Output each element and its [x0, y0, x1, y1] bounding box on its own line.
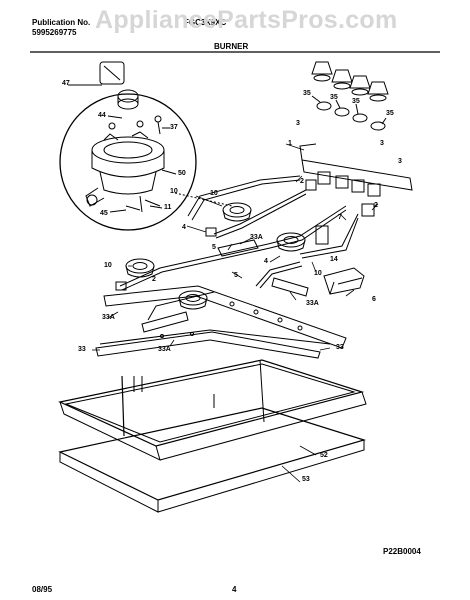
page-number: 4 — [232, 585, 237, 594]
burner-brackets — [95, 239, 347, 359]
watermark: AppliancePartsPros.com — [95, 6, 398, 34]
callout-3-c: 3 — [398, 158, 402, 165]
burner-left-front — [125, 258, 155, 278]
callout-11: 11 — [164, 204, 172, 211]
callout-3-b: 3 — [380, 140, 384, 147]
callout-44: 44 — [98, 112, 106, 119]
callout-3-a: 3 — [296, 120, 300, 127]
orifice-block-part — [315, 225, 329, 245]
footer-date: 08/95 — [32, 585, 53, 594]
valve-2 — [335, 175, 349, 189]
callout-7: 7 — [338, 214, 342, 221]
air-shutter-1 — [205, 227, 217, 237]
spark-module-part — [323, 267, 365, 295]
knob-1 — [311, 61, 333, 82]
burner-detail-inset — [59, 61, 197, 231]
callout-14: 14 — [330, 256, 338, 263]
callout-35-c: 35 — [352, 98, 360, 105]
callout-2-c: 2 — [152, 276, 156, 283]
callout-45: 45 — [100, 210, 108, 217]
label-leaders — [92, 143, 379, 483]
callout-10-inset: 10 — [170, 188, 178, 195]
callout-4-a: 4 — [182, 224, 186, 231]
callout-10-a: 10 — [210, 190, 218, 197]
burner-left-rear — [222, 202, 252, 222]
callout-53: 53 — [302, 476, 310, 483]
callout-1: 1 — [288, 140, 292, 147]
spark-ignitor-part — [99, 61, 125, 85]
callout-2-a: 2 — [300, 178, 304, 185]
callout-33-a: 33 — [78, 346, 86, 353]
base-plate — [58, 407, 367, 513]
callout-35-a: 35 — [303, 90, 311, 97]
callout-37: 37 — [170, 124, 178, 131]
valve-1 — [317, 171, 331, 185]
publication-number: 5995269775 — [32, 28, 77, 37]
callout-50: 50 — [178, 170, 186, 177]
callout-35-b: 35 — [330, 94, 338, 101]
bezel-3 — [352, 113, 368, 123]
callout-10-b: 10 — [314, 270, 322, 277]
rear-rail — [103, 285, 347, 349]
model-number: FGC3X9XC — [184, 18, 227, 27]
bezel-1 — [316, 101, 332, 111]
callout-47: 47 — [62, 80, 70, 87]
callout-33A-d: 33A — [158, 346, 171, 353]
callout-4-b: 4 — [264, 258, 268, 265]
knob-valve-assembly — [299, 61, 413, 217]
manifold-pipe — [301, 159, 413, 191]
knob-4 — [367, 81, 389, 102]
callout-2-b: 2 — [374, 202, 378, 209]
callout-33-b: 33 — [336, 344, 344, 351]
gas-tubing — [119, 175, 359, 321]
callout-35-d: 35 — [386, 110, 394, 117]
callout-52: 52 — [320, 452, 328, 459]
callout-5-a: 5 — [212, 244, 216, 251]
callout-33A-a: 33A — [250, 234, 263, 241]
callout-10-c: 10 — [104, 262, 112, 269]
callout-6: 6 — [372, 296, 376, 303]
callout-33A-b: 33A — [306, 300, 319, 307]
publication-label: Publication No. — [32, 18, 91, 27]
section-title: BURNER — [214, 42, 249, 51]
callout-5-b: 5 — [234, 272, 238, 279]
knob-3 — [349, 75, 371, 96]
bezel-4 — [370, 121, 386, 131]
burner-right-front — [178, 290, 208, 310]
callout-33A-c: 33A — [102, 314, 115, 321]
burner-right-rear — [276, 232, 306, 252]
bezel-2 — [334, 107, 350, 117]
burner-head-part — [91, 136, 165, 164]
knob-2 — [331, 69, 353, 90]
valve-3 — [351, 179, 365, 193]
front-rail — [95, 331, 321, 359]
valve-4 — [367, 183, 381, 197]
diagram-reference: P22B0004 — [383, 547, 421, 556]
air-shutter-2 — [115, 281, 127, 291]
burner-box — [58, 359, 367, 461]
